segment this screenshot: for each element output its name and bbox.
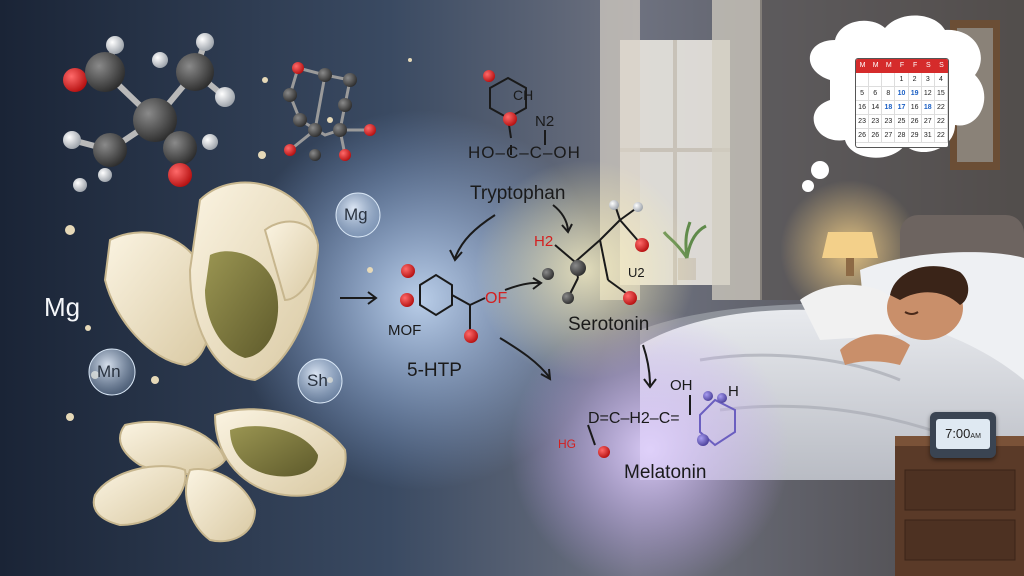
calendar-day: 23	[856, 115, 870, 129]
five-htp-mof: MOF	[388, 322, 422, 339]
calendar-day: 23	[869, 115, 883, 129]
calendar-day: 31	[921, 129, 935, 143]
calendar-day: 22	[934, 129, 948, 143]
calendar-day: 1	[895, 73, 909, 87]
serotonin-h2: H2	[534, 233, 554, 250]
mg-bubble	[335, 192, 381, 238]
calendar-day: 19	[908, 87, 922, 101]
calendar-day: 22	[934, 115, 948, 129]
mg-bubble-label: Mg	[344, 205, 368, 224]
calendar-weekday: M	[885, 62, 892, 69]
melatonin-structure	[587, 395, 736, 447]
calendar-day: 23	[882, 115, 896, 129]
glow-purple	[510, 310, 790, 576]
calendar-day: 18	[921, 101, 935, 115]
calendar-day	[856, 73, 870, 87]
pumpkin-seeds	[92, 181, 347, 543]
calendar-day: 16	[856, 101, 870, 115]
clock-display: 7:00AM	[936, 419, 990, 449]
sh-bubble-label: Sh	[307, 371, 328, 390]
calendar-day: 26	[856, 129, 870, 143]
five-htp-label: 5-HTP	[407, 360, 462, 381]
tryptophan-ch: CH	[513, 87, 534, 103]
tryptophan-backbone: HO–C–C–OH	[468, 143, 581, 162]
mn-bubble-label: Mn	[97, 362, 121, 381]
alarm-clock: 7:00AM	[930, 412, 996, 458]
tryptophan-oxygen-2	[503, 112, 517, 126]
serotonin-label: Serotonin	[568, 314, 650, 335]
calendar-day: 26	[869, 129, 883, 143]
calendar-day: 27	[882, 129, 896, 143]
calendar-day: 17	[895, 101, 909, 115]
calendar-weekday: F	[912, 62, 918, 69]
calendar-day: 15	[934, 87, 948, 101]
calendar-day: 28	[895, 129, 909, 143]
tryptophan-label: Tryptophan	[470, 183, 566, 204]
calendar-weekday: S	[925, 62, 931, 69]
calendar-day: 4	[934, 73, 948, 87]
calendar-day: 5	[856, 87, 870, 101]
calendar-weekday: F	[899, 62, 905, 69]
sh-bubble	[297, 358, 343, 404]
window	[600, 0, 762, 300]
calendar-day: 2	[908, 73, 922, 87]
melatonin-oh: OH	[670, 377, 693, 394]
calendar-weekday: M	[872, 62, 879, 69]
calendar-day: 6	[869, 87, 883, 101]
tryptophan-oxygen-1	[483, 70, 495, 82]
serotonin-u2: U2	[628, 265, 645, 280]
nightstand	[895, 436, 1024, 576]
calendar-day: 22	[934, 101, 948, 115]
calendar-day: 3	[921, 73, 935, 87]
calendar-day: 14	[869, 101, 883, 115]
mineral-molecule-atoms	[63, 33, 235, 192]
calendar-day: 25	[895, 115, 909, 129]
tryptophan-n2: N2	[535, 113, 555, 130]
melatonin-h: H	[728, 383, 739, 400]
mn-bubble	[88, 348, 136, 396]
melatonin-chain: D=C–H2–C=	[588, 410, 680, 427]
pathway-arrows	[340, 204, 657, 389]
five-htp-structure	[419, 273, 486, 330]
five-htp-of: OF	[485, 290, 508, 307]
calendar-day: 27	[921, 115, 935, 129]
calendar-weekday: S	[939, 62, 944, 69]
mg-label-left: Mg	[44, 292, 81, 322]
calendar-weekday: M	[859, 62, 866, 69]
calendar-day: 8	[882, 87, 896, 101]
calendar-day: 26	[908, 115, 922, 129]
calendar-day: 29	[908, 129, 922, 143]
calendar-day: 18	[882, 101, 896, 115]
clock-suffix: AM	[970, 433, 981, 440]
melatonin-label: Melatonin	[624, 462, 707, 483]
calendar-day: 10	[895, 87, 909, 101]
calendar-day	[869, 73, 883, 87]
clock-time: 7:00	[945, 426, 971, 441]
calendar-day: 12	[921, 87, 935, 101]
melatonin-hg: HG	[558, 437, 576, 451]
calendar-day: 16	[908, 101, 922, 115]
sleeping-person	[800, 266, 969, 365]
calendar-day	[882, 73, 896, 87]
